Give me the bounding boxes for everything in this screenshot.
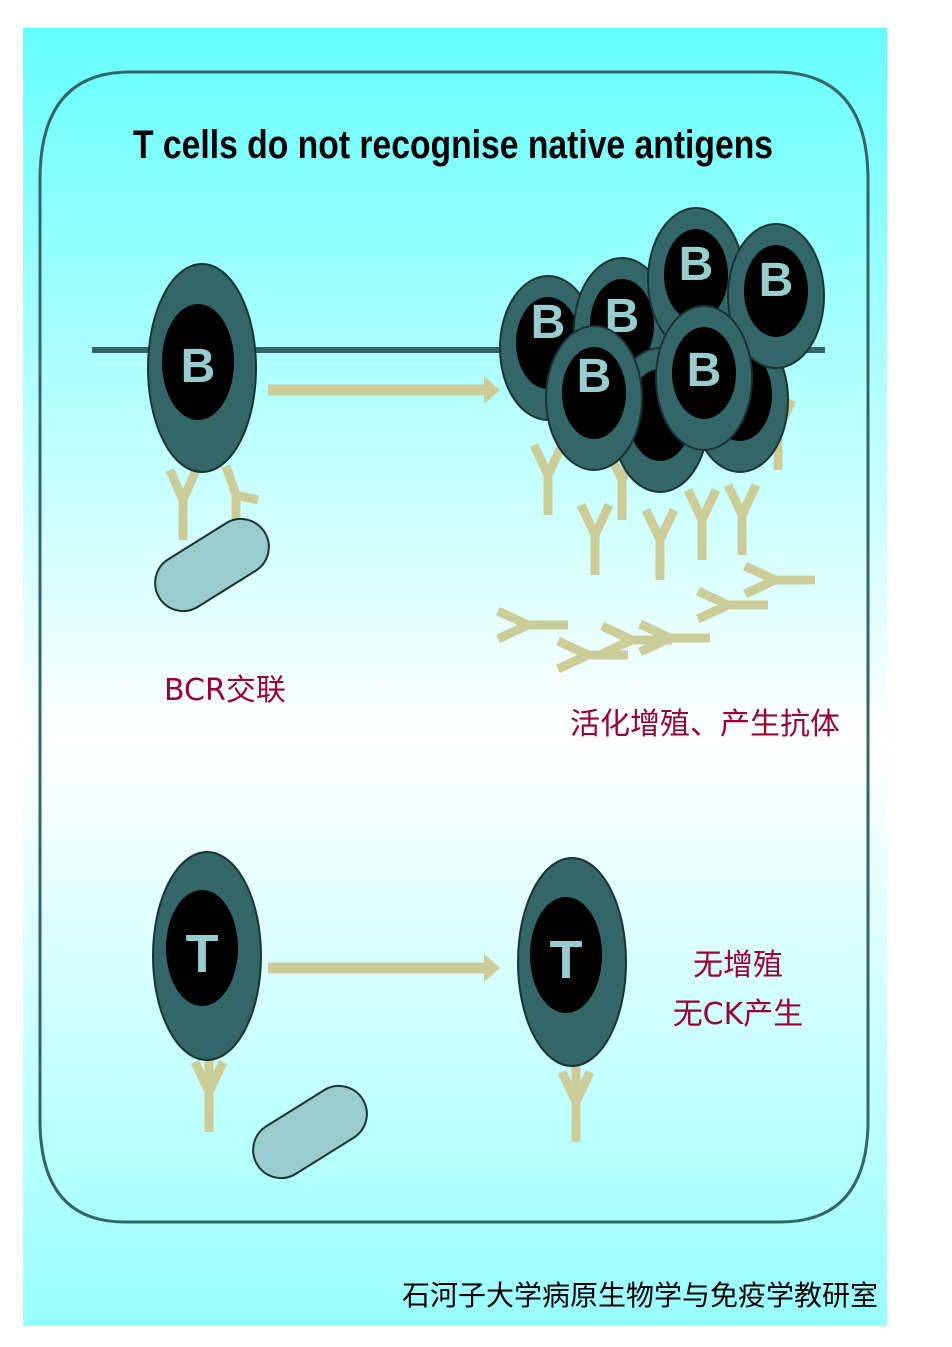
footer-institution: 石河子大学病原生物学与免疫学教研室 xyxy=(402,1279,878,1312)
b-cell-letter: B xyxy=(679,238,714,291)
antigen-left xyxy=(154,517,270,613)
t-cell-letter: T xyxy=(550,930,583,990)
t-cell-left: T xyxy=(152,851,262,1132)
caption-no-ck: 无CK产生 xyxy=(673,997,804,1032)
t-cell-letter: T xyxy=(186,924,219,984)
b-cell-letter: B xyxy=(531,296,566,349)
b-cell-letter: B xyxy=(181,340,216,393)
t-cell-right: T xyxy=(517,857,627,1142)
b-cell-letter: B xyxy=(687,344,722,397)
b-cell-letter: B xyxy=(759,254,794,307)
arrow-top xyxy=(268,376,500,404)
b-cell-cluster: B B B B B B xyxy=(499,207,825,580)
slide-background xyxy=(23,28,887,1326)
caption-bcr-crosslink: BCR交联 xyxy=(164,673,286,708)
caption-no-proliferation: 无增殖 xyxy=(693,948,783,983)
b-cell-letter: B xyxy=(577,350,612,403)
antigen-lower xyxy=(252,1084,368,1180)
caption-activation: 活化增殖、产生抗体 xyxy=(570,707,840,742)
slide-title: T cells do not recognise native antigens xyxy=(133,123,773,167)
arrow-bottom xyxy=(268,954,500,982)
frame-border xyxy=(38,70,870,1224)
